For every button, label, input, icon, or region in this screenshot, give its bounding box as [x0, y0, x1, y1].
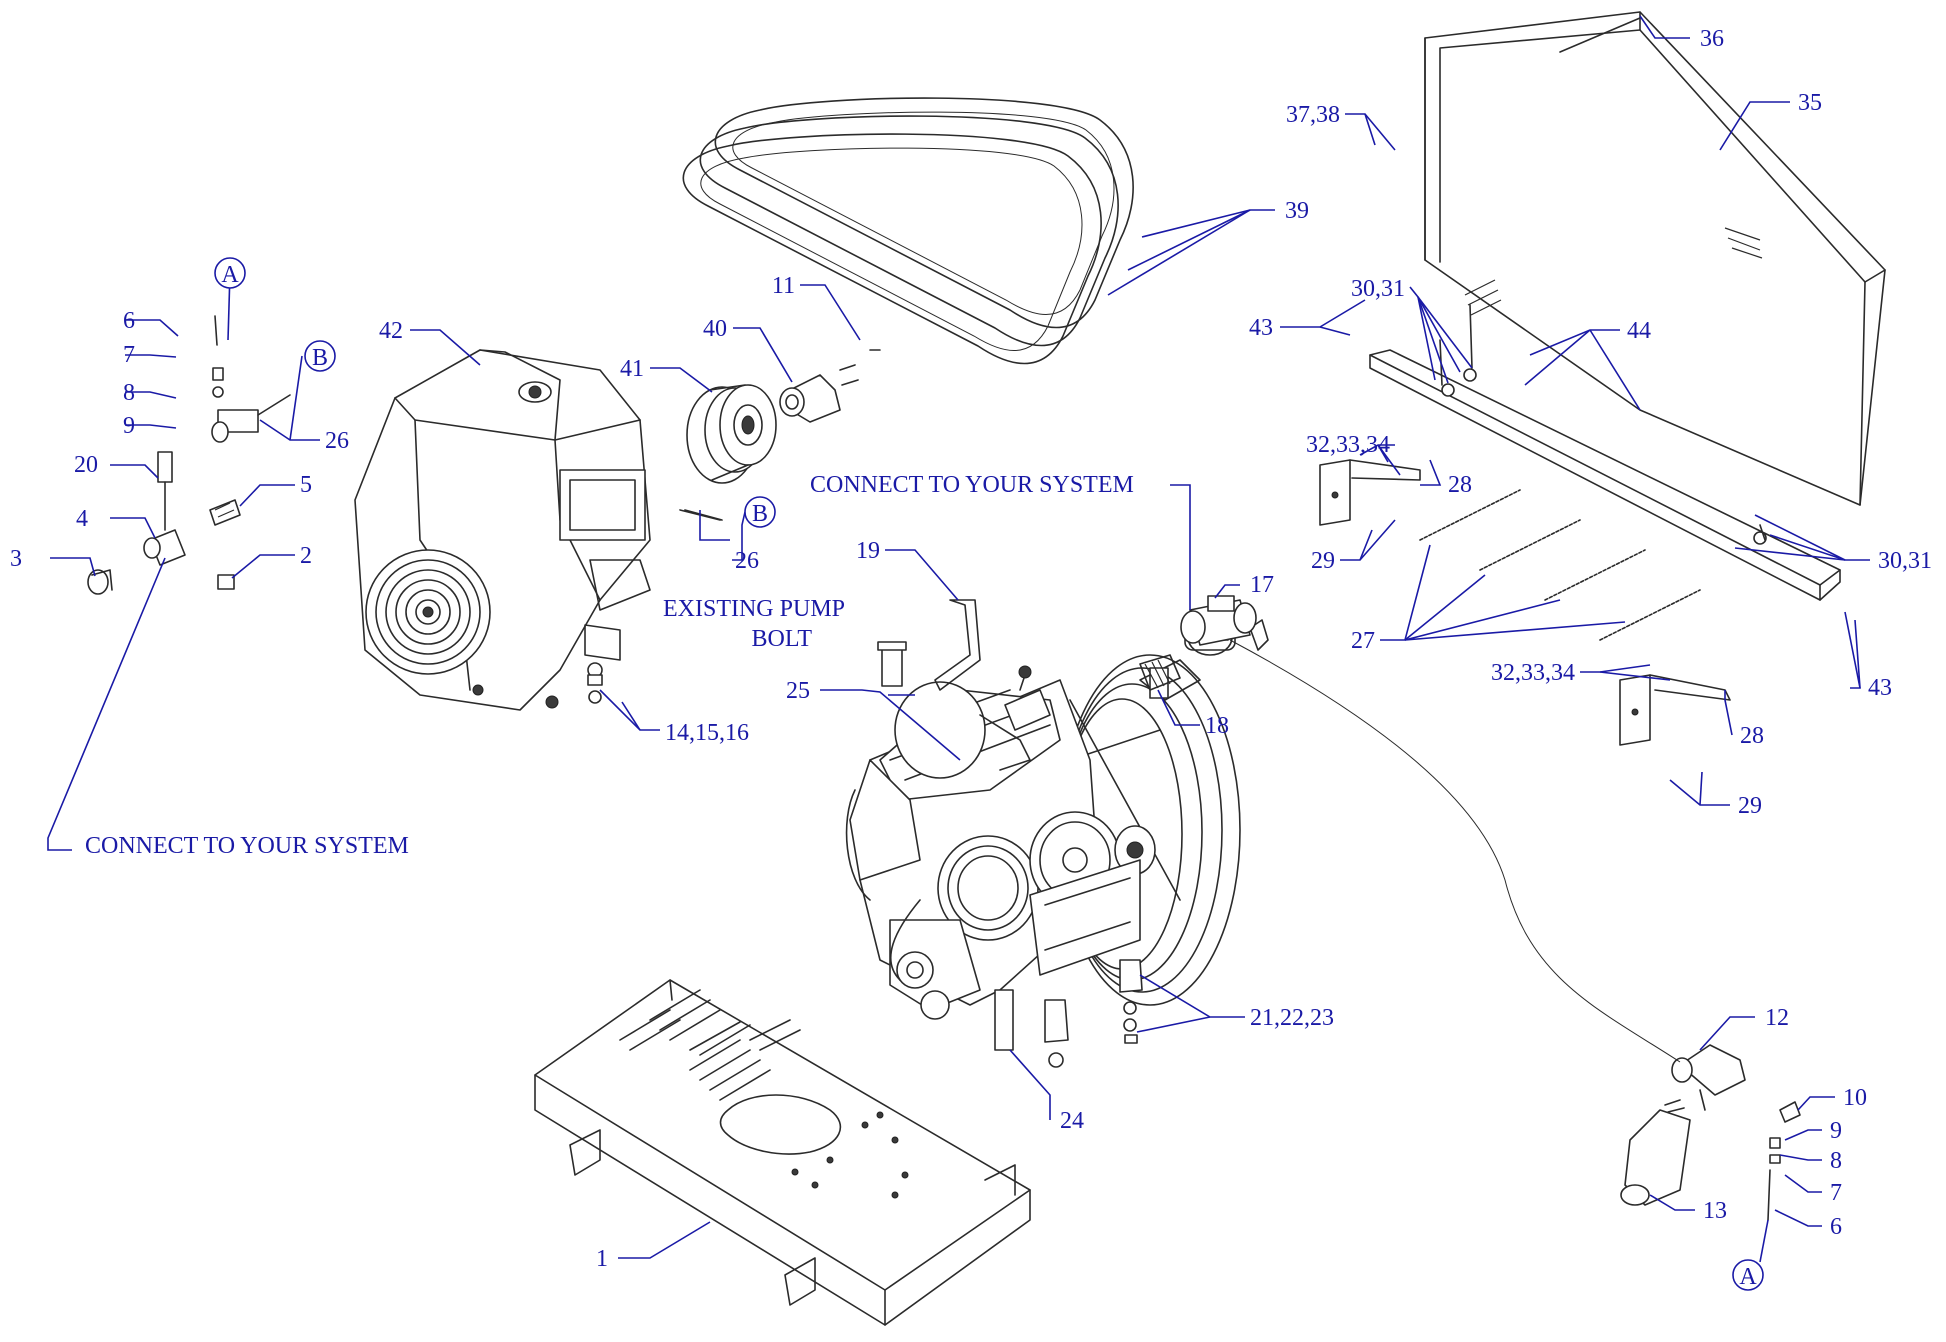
ref-marker-a-top [214, 257, 246, 289]
callout-44: 44 [1627, 318, 1651, 344]
notes: CONNECT TO YOUR SYSTEM CONNECT TO YOUR S… [85, 472, 1134, 859]
callout-labels: 6 7 8 9 26 20 5 4 2 3 42 41 40 11 39 26 … [10, 26, 1932, 1272]
ref-a-top-label: A [221, 262, 239, 288]
callout-2: 2 [300, 543, 312, 569]
callout-10: 10 [1843, 1085, 1867, 1111]
callout-29-bottom: 29 [1738, 793, 1762, 819]
air-hose [1229, 639, 1681, 1063]
ref-marker-b-left [304, 340, 336, 372]
tension-springs [1419, 489, 1701, 641]
callout-9-left: 9 [123, 413, 135, 439]
callout-35: 35 [1798, 90, 1822, 116]
engine [354, 349, 651, 711]
tee-fitting [1139, 595, 1257, 691]
base-plate [534, 979, 1031, 1326]
note-bolt: BOLT [752, 626, 813, 652]
callout-6-right: 6 [1830, 1214, 1842, 1240]
callout-24: 24 [1060, 1108, 1084, 1134]
callout-40: 40 [703, 316, 727, 342]
callout-20: 20 [74, 452, 98, 478]
callout-43-top: 43 [1249, 315, 1273, 341]
callout-21-22-23: 21,22,23 [1250, 1005, 1334, 1031]
callout-32-33-34-top: 32,33,34 [1306, 432, 1390, 458]
callout-14-15-16: 14,15,16 [665, 720, 749, 746]
callout-26-left: 26 [325, 428, 349, 454]
callout-19: 19 [856, 538, 880, 564]
note-connect-to-system-top: CONNECT TO YOUR SYSTEM [810, 472, 1134, 498]
callout-42: 42 [379, 318, 403, 344]
callout-30-31-right: 30,31 [1878, 548, 1932, 574]
callout-43-right: 43 [1868, 675, 1892, 701]
callout-29-top: 29 [1311, 548, 1335, 574]
callout-17: 17 [1250, 572, 1274, 598]
callout-9-right: 9 [1830, 1118, 1842, 1144]
ref-b-left-label: B [312, 345, 328, 371]
callout-1: 1 [596, 1246, 608, 1272]
belt-guard [1424, 11, 1886, 506]
mounting-brackets [1319, 459, 1731, 746]
callout-28-bottom: 28 [1740, 723, 1764, 749]
engine-pulley [686, 384, 777, 484]
callout-27: 27 [1351, 628, 1375, 654]
guard-bracket [1369, 304, 1841, 601]
callout-25: 25 [786, 678, 810, 704]
reference-markers: A B B A [214, 257, 1764, 1291]
callout-30-31-top: 30,31 [1351, 276, 1405, 302]
callout-39: 39 [1285, 198, 1309, 224]
callout-8-left: 8 [123, 380, 135, 406]
callout-11: 11 [772, 273, 795, 299]
engine-mount-hardware [587, 674, 603, 704]
callout-3: 3 [10, 546, 22, 572]
callout-36: 36 [1700, 26, 1724, 52]
unloader-assembly [1620, 1044, 1801, 1221]
callout-41: 41 [620, 356, 644, 382]
callout-5: 5 [300, 472, 312, 498]
callout-4: 4 [76, 506, 88, 532]
callout-37-38: 37,38 [1286, 102, 1340, 128]
callout-12: 12 [1765, 1005, 1789, 1031]
check-valve-assembly [87, 315, 291, 595]
v-belts [682, 97, 1134, 365]
note-connect-to-system-left: CONNECT TO YOUR SYSTEM [85, 833, 409, 859]
ref-marker-b-pulley [744, 496, 776, 528]
callout-28-top: 28 [1448, 472, 1472, 498]
leader-lines [47, 15, 1870, 1263]
ref-b-pulley-label: B [752, 501, 768, 527]
callout-32-33-34-bottom: 32,33,34 [1491, 660, 1575, 686]
callout-13: 13 [1703, 1198, 1727, 1224]
callout-8-right: 8 [1830, 1148, 1842, 1174]
callout-18: 18 [1205, 713, 1229, 739]
compressor-pump [845, 654, 1241, 1068]
callout-7-left: 7 [123, 342, 135, 368]
callout-7-right: 7 [1830, 1180, 1842, 1206]
note-existing-pump: EXISTING PUMP [663, 596, 845, 622]
callout-6-left: 6 [123, 308, 135, 334]
ref-a-bottom-label: A [1739, 1264, 1757, 1290]
callout-26-pulley: 26 [735, 548, 759, 574]
ref-marker-a-bottom [1732, 1259, 1764, 1291]
